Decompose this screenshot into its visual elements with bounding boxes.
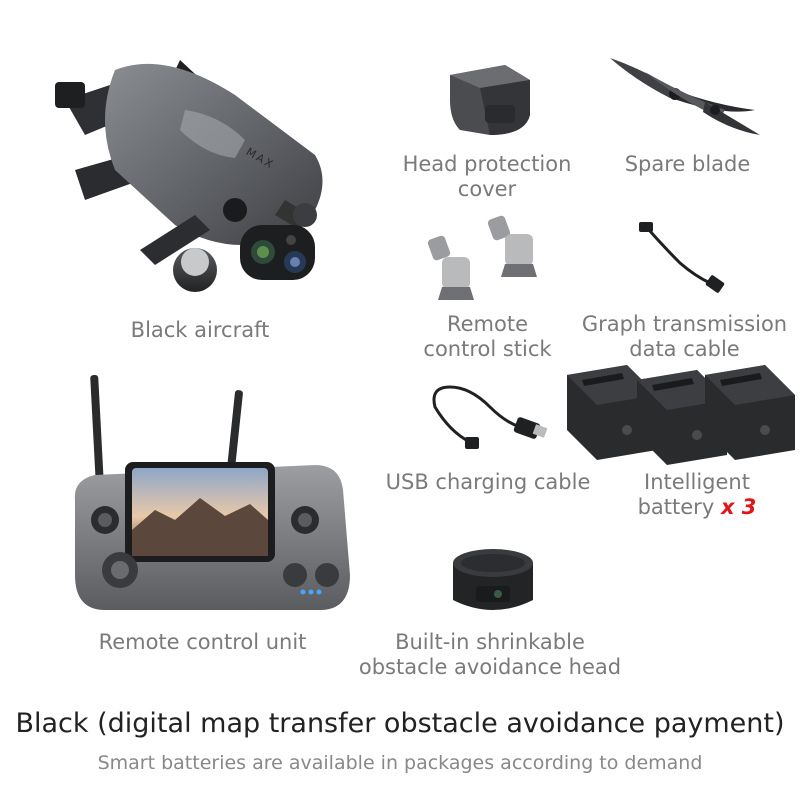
obstacle-head-caption: Built-in shrinkable obstacle avoidance h…	[345, 630, 635, 680]
remote-unit-caption: Remote control unit	[70, 630, 335, 655]
battery-quantity: x 3	[720, 495, 757, 519]
battery-caption: Intelligent battery x 3	[612, 470, 782, 520]
spare-blade-image	[605, 50, 770, 140]
control-stick-label-line1: Remote	[446, 312, 529, 336]
battery-label-line2: battery x 3	[612, 495, 782, 520]
battery-icon	[567, 365, 795, 465]
data-cable-label-line1: Graph transmission	[581, 312, 788, 336]
drone-icon	[55, 60, 323, 292]
usb-cable-icon	[432, 385, 548, 449]
spare-blade-caption: Spare blade	[600, 152, 775, 177]
remote-unit-label: Remote control unit	[98, 630, 307, 654]
battery-label-line1: Intelligent	[644, 470, 750, 494]
joystick-icon	[427, 215, 537, 300]
control-stick-caption: Remote control stick	[400, 312, 575, 362]
aircraft-caption: Black aircraft	[110, 318, 290, 343]
aircraft-image: MAX	[45, 40, 335, 300]
data-cable-caption: Graph transmission data cable	[572, 312, 797, 362]
control-stick-image	[420, 212, 560, 307]
obstacle-head-label-line1: Built-in shrinkable	[395, 630, 585, 654]
data-cable-label-line2: data cable	[629, 337, 740, 361]
control-stick-label-line2: control stick	[423, 337, 552, 361]
battery-label-text: battery	[637, 495, 715, 519]
battery-image	[562, 355, 797, 465]
head-cover-caption: Head protection cover	[392, 152, 582, 202]
usb-cable-image	[430, 382, 550, 457]
usb-cable-label: USB charging cable	[385, 470, 591, 494]
obstacle-head-label-line2: obstacle avoidance head	[358, 655, 622, 679]
page-title: Black (digital map transfer obstacle avo…	[15, 708, 785, 739]
head-cover-icon	[450, 65, 530, 135]
remote-unit-image	[65, 370, 360, 620]
spare-blade-label: Spare blade	[624, 152, 751, 176]
head-cover-image	[445, 60, 535, 140]
page-subtitle: Smart batteries are available in package…	[97, 752, 703, 774]
obstacle-head-image	[448, 538, 538, 618]
head-cover-label-line2: cover	[457, 177, 517, 201]
data-cable-image	[635, 218, 735, 303]
usb-cable-caption: USB charging cable	[378, 470, 598, 495]
remote-controller-icon	[74, 375, 350, 610]
propeller-icon	[610, 58, 760, 135]
head-cover-label-line1: Head protection	[402, 152, 572, 176]
aircraft-label: Black aircraft	[130, 318, 270, 342]
sensor-head-icon	[453, 549, 533, 610]
cable-icon	[639, 222, 725, 293]
